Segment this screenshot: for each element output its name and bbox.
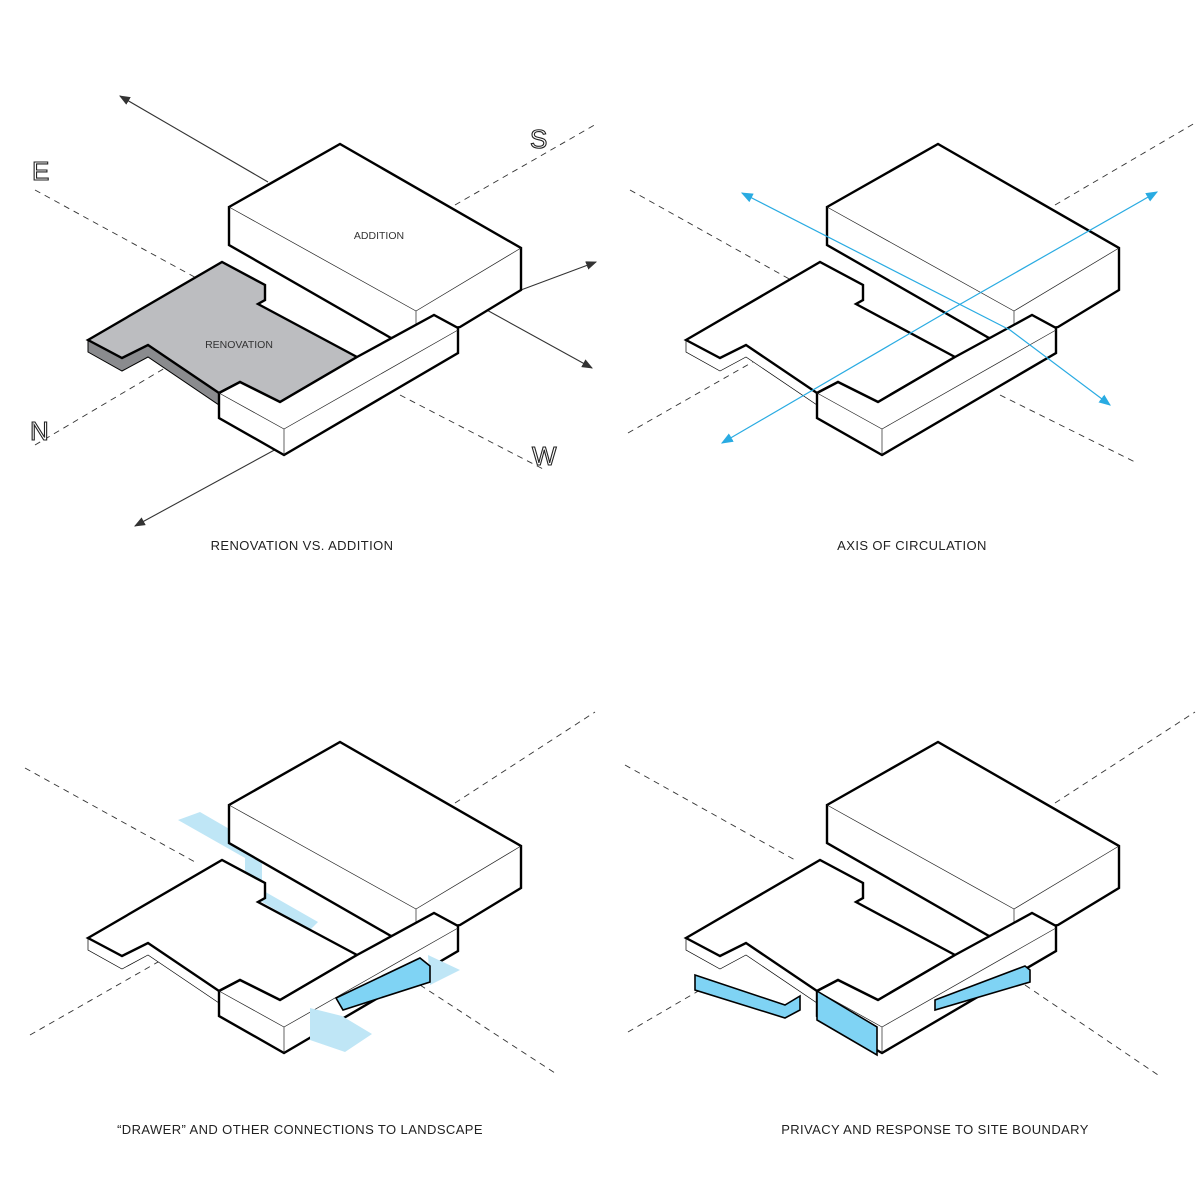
- axis-line: [454, 711, 596, 804]
- building-massing: [85, 142, 523, 457]
- building-massing: [683, 740, 1121, 1055]
- caption-privacy-site-boundary: PRIVACY AND RESPONSE TO SITE BOUNDARY: [781, 1122, 1089, 1137]
- addition-volume: [227, 142, 523, 340]
- l-wall-volume: [217, 313, 460, 457]
- axis-line: [629, 189, 801, 286]
- axis-line: [999, 394, 1136, 463]
- north-axis-line: [34, 367, 166, 446]
- panel-axis-of-circulation: AXIS OF CIRCULATION: [627, 122, 1196, 553]
- privacy-wall-front: [816, 989, 878, 1057]
- panel-renovation-vs-addition: ADDITION RENOVATION E S N W RENOVATION V…: [29, 95, 599, 553]
- east-axis-line: [34, 189, 201, 281]
- compass-south: S: [530, 124, 547, 154]
- west-axis-line: [399, 394, 546, 471]
- compass-west: W: [532, 441, 557, 471]
- building-massing: [85, 740, 523, 1055]
- compass-north: N: [30, 416, 49, 446]
- circulation-arrow-southwest: [720, 309, 951, 444]
- building-massing: [683, 740, 1121, 1055]
- circulation-arrow-northwest: [740, 192, 1011, 331]
- axis-line: [1024, 984, 1159, 1076]
- panel-privacy-site-boundary: PRIVACY AND RESPONSE TO SITE BOUNDARY: [624, 711, 1196, 1137]
- landscape-connection-north: [178, 812, 318, 930]
- arrow-northwest: [119, 95, 269, 183]
- axis-line: [624, 764, 796, 861]
- addition-volume: [825, 142, 1121, 340]
- caption-renovation-vs-addition: RENOVATION VS. ADDITION: [211, 538, 394, 553]
- landscape-connection-south: [310, 1008, 372, 1052]
- axis-line: [419, 984, 559, 1076]
- axis-line: [627, 989, 701, 1033]
- building-massing: [683, 142, 1121, 457]
- axis-line: [627, 354, 766, 434]
- site-axis-lines: [34, 122, 599, 471]
- building-massing: [683, 142, 1121, 457]
- addition-label: ADDITION: [354, 230, 404, 242]
- boundary-wall-south: [934, 965, 1031, 1012]
- panel-drawer-connections: “DRAWER” AND OTHER CONNECTIONS TO LANDSC…: [24, 711, 596, 1137]
- axis-line: [24, 767, 196, 863]
- caption-drawer-connections: “DRAWER” AND OTHER CONNECTIONS TO LANDSC…: [117, 1122, 483, 1137]
- circulation-arrow-northeast: [949, 191, 1159, 311]
- circulation-arrow-southeast: [1009, 329, 1111, 406]
- l-wall-volume: [815, 313, 1058, 457]
- south-axis-line: [454, 122, 599, 206]
- arrow-southwest: [134, 446, 281, 527]
- landscape-connection-east: [428, 955, 460, 985]
- boundary-wall-north: [694, 973, 801, 1019]
- compass-east: E: [32, 156, 49, 186]
- drawer-element: [334, 957, 431, 1011]
- axis-line: [1054, 711, 1196, 804]
- renovation-label: RENOVATION: [205, 339, 273, 351]
- caption-axis-of-circulation: AXIS OF CIRCULATION: [837, 538, 987, 553]
- addition-volume: [825, 740, 1121, 938]
- addition-volume: [227, 740, 523, 938]
- axis-line: [29, 957, 166, 1036]
- building-massing: [85, 740, 523, 1055]
- axis-line: [1054, 122, 1196, 206]
- l-wall-volume: [217, 911, 460, 1055]
